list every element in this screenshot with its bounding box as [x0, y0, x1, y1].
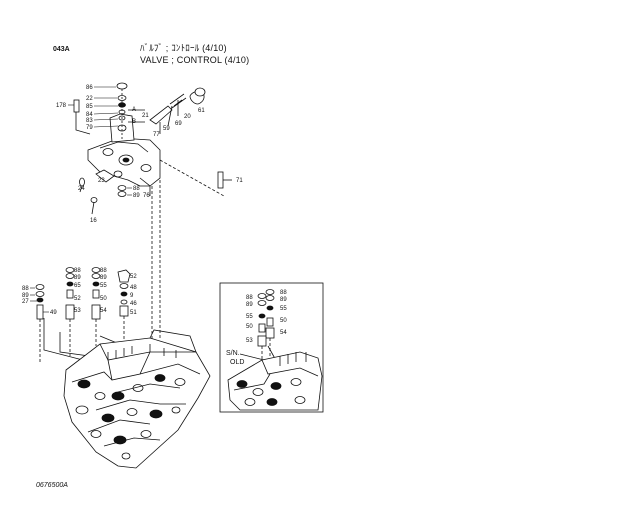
spool-parts [149, 87, 206, 134]
bolt-71 [217, 171, 232, 189]
callout-46: 46 [130, 301, 137, 307]
callout-55: 55 [100, 283, 107, 289]
inset-callout-55-a: 55 [280, 306, 287, 312]
callout-76: 76 [143, 193, 150, 199]
callout-21: 21 [142, 113, 149, 119]
callout-54: 54 [100, 308, 107, 314]
callout-178: 178 [56, 103, 67, 109]
inset-callout-54: 54 [280, 330, 287, 336]
callout-49: 49 [50, 310, 57, 316]
callout-22: 22 [86, 96, 93, 102]
inset-sn-label: S/N. [226, 350, 240, 357]
page-code: 043A [53, 46, 70, 53]
lower-column-2 [65, 267, 75, 356]
inset-old-label: OLD [230, 359, 245, 366]
callout-89-a: 89 [22, 293, 29, 299]
bolt-16 [90, 197, 98, 215]
guide-lines [151, 159, 225, 340]
callout-88: 88 [133, 186, 140, 192]
inset-callout-89-b: 89 [280, 297, 287, 303]
main-valve-body [63, 329, 211, 469]
fitting-23 [79, 169, 115, 193]
callout-84: 84 [86, 112, 93, 118]
inset-callout-50-a: 50 [280, 318, 287, 324]
port-markers [128, 109, 145, 123]
callout-52-a: 52 [74, 296, 81, 302]
title-japanese: ﾊﾞﾙﾌﾞ ; ｺﾝﾄﾛｰﾙ (4/10) [140, 43, 227, 53]
callout-77: 77 [153, 132, 160, 138]
lower-column-4 [117, 269, 131, 350]
callout-B: B [132, 119, 136, 125]
drawing-number: 0676500A [36, 482, 68, 489]
callout-16: 16 [90, 218, 97, 224]
callout-85: 85 [86, 104, 93, 110]
upper-valve-block [87, 113, 161, 196]
callout-53: 53 [74, 308, 81, 314]
inset-callout-89-a: 89 [246, 302, 253, 308]
callout-9: 9 [130, 293, 134, 299]
callout-89: 89 [133, 193, 140, 199]
callout-labels-lower: 88 89 27 49 88 89 65 52 53 88 89 55 50 5… [22, 268, 137, 316]
inset-callout-55-b: 55 [246, 314, 253, 320]
inset-valve-body [227, 351, 323, 411]
inset-callout-50-b: 50 [246, 324, 253, 330]
callout-24: 24 [78, 186, 85, 192]
callout-51: 51 [130, 310, 137, 316]
callout-50: 50 [100, 296, 107, 302]
callout-59: 59 [163, 126, 170, 132]
inset-callout-53: 53 [246, 338, 253, 344]
callout-86: 86 [86, 85, 93, 91]
callout-79: 79 [86, 125, 93, 131]
callout-20: 20 [184, 114, 191, 120]
callout-labels-top: 86 22 85 84 83 79 178 A B 21 77 59 69 20… [56, 85, 243, 224]
callout-88-b: 88 [74, 268, 81, 274]
callout-27: 27 [22, 299, 29, 305]
callout-A: A [132, 107, 136, 113]
callout-83: 83 [86, 118, 93, 124]
callout-labels-inset: 88 89 88 89 55 55 50 50 54 53 [246, 290, 287, 344]
inset-parts [239, 289, 279, 372]
bolt-178 [73, 99, 91, 135]
lower-column-3 [91, 267, 101, 346]
callout-61: 61 [198, 108, 205, 114]
callout-71: 71 [236, 178, 243, 184]
callout-52-b: 52 [130, 274, 137, 280]
callout-88-a: 88 [22, 286, 29, 292]
callout-69: 69 [175, 121, 182, 127]
callout-89-b: 89 [74, 275, 81, 281]
callout-65: 65 [74, 283, 81, 289]
lower-column-1 [35, 284, 45, 362]
callout-23: 23 [98, 178, 105, 184]
inset-callout-88-a: 88 [246, 295, 253, 301]
callout-48: 48 [130, 285, 137, 291]
seal-stack-left [116, 82, 128, 140]
callout-89-c: 89 [100, 275, 107, 281]
seal-stack-center [117, 185, 127, 197]
inset-callout-88-b: 88 [280, 290, 287, 296]
callout-88-c: 88 [100, 268, 107, 274]
title-english: VALVE ; CONTROL (4/10) [140, 55, 250, 65]
